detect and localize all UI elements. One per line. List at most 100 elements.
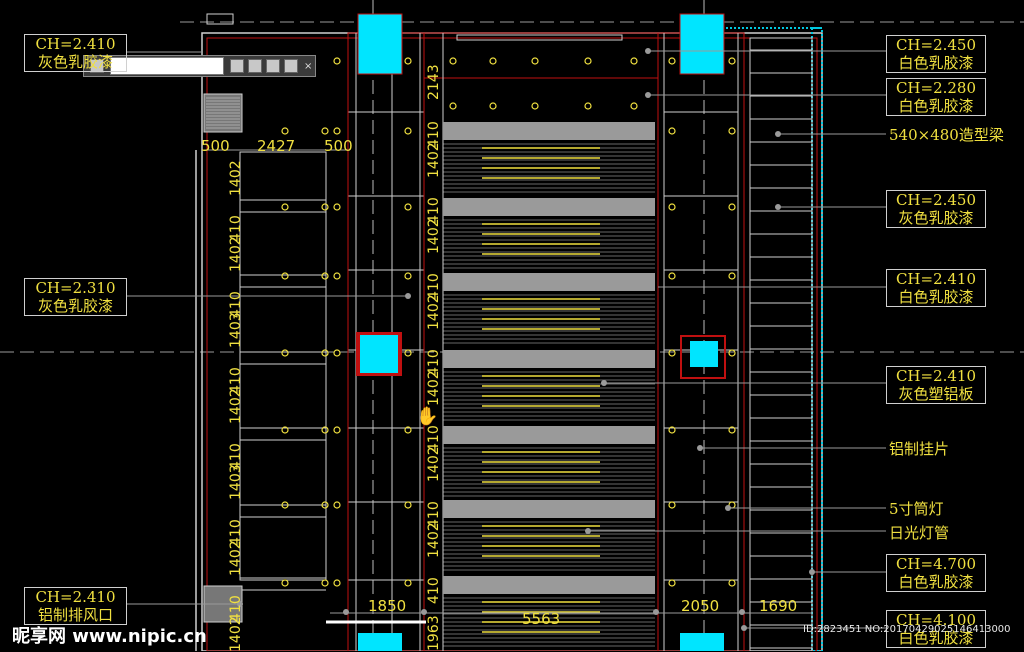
downlight xyxy=(333,127,341,135)
edit-icon[interactable] xyxy=(90,59,104,73)
label-ch: CH=2.450 xyxy=(895,36,977,54)
downlight xyxy=(333,501,341,509)
vertical-dim: 1402 xyxy=(426,218,442,254)
label-material: 灰色乳胶漆 xyxy=(37,53,113,71)
label-right-1: CH=2.450 白色乳胶漆 xyxy=(886,35,986,73)
label-left-1: CH=2.410 灰色乳胶漆 xyxy=(24,34,127,72)
column-top-left xyxy=(357,13,403,75)
label-material: 铝制排风口 xyxy=(37,606,113,624)
downlight xyxy=(281,501,289,509)
downlight xyxy=(489,102,497,110)
downlight xyxy=(404,501,412,509)
downlight xyxy=(321,349,329,357)
label-ch: CH=2.310 xyxy=(35,279,116,297)
label-ch: CH=2.410 xyxy=(895,270,977,288)
downlight xyxy=(668,57,676,65)
vertical-dim: 1402 xyxy=(426,522,442,558)
downlight xyxy=(333,57,341,65)
dim-top-left-a: 500 xyxy=(201,137,230,155)
downlight xyxy=(321,127,329,135)
downlight xyxy=(281,203,289,211)
dim-vert-top: 2143 xyxy=(426,64,442,100)
tool2-icon[interactable] xyxy=(248,59,262,73)
downlight xyxy=(728,272,736,280)
column-mid-right xyxy=(680,335,726,379)
downlight xyxy=(728,349,736,357)
floating-toolbar: × xyxy=(83,55,316,77)
tool3-icon[interactable] xyxy=(266,59,280,73)
dim-top-left-b: 2427 xyxy=(257,137,296,155)
vertical-dim: 1403 xyxy=(228,312,244,348)
downlight xyxy=(668,349,676,357)
vertical-dim: 1402 xyxy=(426,446,442,482)
vertical-dim: 1402 xyxy=(426,294,442,330)
label-ch: CH=2.410 xyxy=(35,35,116,53)
label-ch: CH=2.450 xyxy=(895,191,977,209)
downlight xyxy=(531,57,539,65)
downlight xyxy=(321,203,329,211)
note-downlight: 5寸筒灯 xyxy=(889,500,944,518)
downlight xyxy=(728,203,736,211)
vertical-dim: 1403 xyxy=(228,464,244,500)
label-material: 灰色塑铝板 xyxy=(898,385,974,403)
label-right-7: CH=4.100 白色乳胶漆 xyxy=(886,610,986,648)
dim-top-left-c: 500 xyxy=(324,137,353,155)
gray-band xyxy=(443,198,655,216)
downlight xyxy=(668,426,676,434)
label-material: 白色乳胶漆 xyxy=(898,97,974,115)
label-ch: CH=2.280 xyxy=(895,79,977,97)
ceiling-bands xyxy=(443,122,655,647)
tool4-icon[interactable] xyxy=(284,59,298,73)
label-right-2: CH=2.280 白色乳胶漆 xyxy=(886,78,986,116)
label-material: 白色乳胶漆 xyxy=(898,629,974,647)
downlight xyxy=(404,426,412,434)
downlight xyxy=(321,579,329,587)
vertical-dim: 1402 xyxy=(426,142,442,178)
downlight xyxy=(584,102,592,110)
vertical-dim: 1402 xyxy=(228,236,244,272)
label-material: 白色乳胶漆 xyxy=(898,288,974,306)
label-right-3: CH=2.450 灰色乳胶漆 xyxy=(886,190,986,228)
tool1-icon[interactable] xyxy=(230,59,244,73)
column-bottom-left xyxy=(358,633,402,651)
label-material: 灰色乳胶漆 xyxy=(37,297,113,315)
room-red-outline xyxy=(206,37,818,651)
downlight xyxy=(333,426,341,434)
gray-band xyxy=(443,426,655,444)
gray-band xyxy=(443,350,655,368)
downlight xyxy=(449,102,457,110)
downlight xyxy=(321,426,329,434)
vertical-dim: 1402 xyxy=(228,388,244,424)
gray-band xyxy=(443,122,655,140)
downlight xyxy=(728,579,736,587)
downlight xyxy=(281,272,289,280)
gray-band xyxy=(443,500,655,518)
downlight xyxy=(281,426,289,434)
downlight-dots xyxy=(237,48,815,631)
label-right-4: CH=2.410 白色乳胶漆 xyxy=(886,269,986,307)
downlight xyxy=(668,272,676,280)
downlight xyxy=(281,349,289,357)
downlight xyxy=(404,57,412,65)
dim-bottom-1690: 1690 xyxy=(759,597,798,615)
vertical-dim: 410 xyxy=(426,577,442,604)
label-right-6: CH=4.700 白色乳胶漆 xyxy=(886,554,986,592)
gray-band xyxy=(443,273,655,291)
close-icon[interactable]: × xyxy=(304,60,313,72)
downlight xyxy=(630,57,638,65)
watermark-site: 昵享网 www.nipic.cn xyxy=(12,626,207,647)
toolbar-input[interactable] xyxy=(110,57,224,75)
leader-dot xyxy=(653,609,659,615)
downlight xyxy=(404,127,412,135)
dim-bottom-1850: 1850 xyxy=(368,597,407,615)
label-ch: CH=4.700 xyxy=(895,555,977,573)
label-ch: CH=2.410 xyxy=(35,588,116,606)
label-left-3: CH=2.410 铝制排风口 xyxy=(24,587,127,625)
downlight xyxy=(630,102,638,110)
vertical-dim: 1402 xyxy=(228,540,244,576)
downlight xyxy=(728,426,736,434)
downlight xyxy=(668,501,676,509)
leader-dot xyxy=(421,609,427,615)
label-ch: CH=2.410 xyxy=(895,367,977,385)
